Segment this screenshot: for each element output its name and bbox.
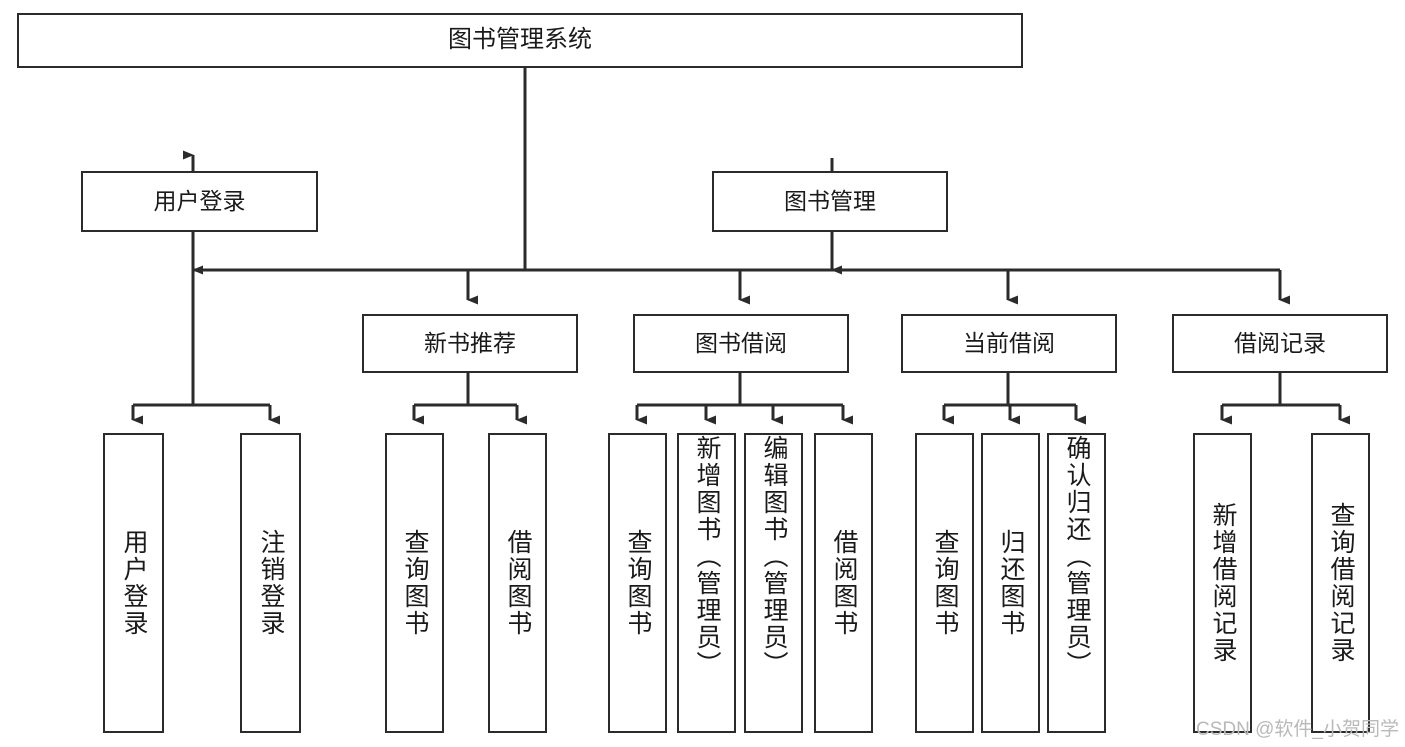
leaf-newbook-borrow-book-label: 借阅图书 <box>504 529 532 637</box>
leaf-record-add-record[interactable]: 新增借阅记录 <box>1193 433 1252 733</box>
node-borrow-record-label: 借阅记录 <box>1234 329 1326 356</box>
leaf-logout-label: 注销登录 <box>257 529 285 637</box>
node-book-management[interactable]: 图书管理 <box>712 171 948 232</box>
node-user-login-label: 用户登录 <box>153 187 246 214</box>
leaf-newbook-query-book-label: 查询图书 <box>401 529 429 637</box>
node-current-borrow[interactable]: 当前借阅 <box>901 314 1117 373</box>
node-book-borrow-label: 图书借阅 <box>695 329 787 356</box>
leaf-newbook-borrow-book[interactable]: 借阅图书 <box>488 433 547 733</box>
node-root-label: 图书管理系统 <box>448 26 592 54</box>
node-book-management-label: 图书管理 <box>784 187 876 214</box>
leaf-record-query-record-label: 查询借阅记录 <box>1327 502 1355 664</box>
leaf-borrow-borrow-book-label: 借阅图书 <box>830 529 858 637</box>
leaf-user-login[interactable]: 用户登录 <box>103 433 164 733</box>
leaf-borrow-add-book[interactable]: 新增图书（管理员） <box>677 433 736 733</box>
leaf-borrow-query-book[interactable]: 查询图书 <box>608 433 667 733</box>
leaf-user-login-label: 用户登录 <box>120 529 148 637</box>
leaf-borrow-edit-book[interactable]: 编辑图书（管理员） <box>744 433 803 733</box>
node-new-book-recommend-label: 新书推荐 <box>424 329 516 356</box>
node-user-login[interactable]: 用户登录 <box>81 171 318 232</box>
node-current-borrow-label: 当前借阅 <box>963 329 1055 356</box>
leaf-current-return-book-label: 归还图书 <box>997 529 1025 637</box>
node-book-borrow[interactable]: 图书借阅 <box>633 314 849 373</box>
leaf-record-add-record-label: 新增借阅记录 <box>1209 502 1237 664</box>
node-root[interactable]: 图书管理系统 <box>17 13 1023 68</box>
leaf-borrow-borrow-book[interactable]: 借阅图书 <box>814 433 873 733</box>
leaf-logout[interactable]: 注销登录 <box>240 433 301 733</box>
leaf-current-confirm-return[interactable]: 确认归还（管理员） <box>1047 433 1106 733</box>
leaf-borrow-edit-book-label: 编辑图书（管理员） <box>760 435 788 678</box>
node-new-book-recommend[interactable]: 新书推荐 <box>362 314 578 373</box>
node-borrow-record[interactable]: 借阅记录 <box>1172 314 1388 373</box>
leaf-record-query-record[interactable]: 查询借阅记录 <box>1311 433 1370 733</box>
leaf-newbook-query-book[interactable]: 查询图书 <box>385 433 444 733</box>
leaf-current-query-book[interactable]: 查询图书 <box>915 433 974 733</box>
leaf-current-query-book-label: 查询图书 <box>931 529 959 637</box>
leaf-borrow-query-book-label: 查询图书 <box>624 529 652 637</box>
leaf-current-confirm-return-label: 确认归还（管理员） <box>1063 435 1091 678</box>
leaf-current-return-book[interactable]: 归还图书 <box>981 433 1040 733</box>
leaf-borrow-add-book-label: 新增图书（管理员） <box>693 435 721 678</box>
